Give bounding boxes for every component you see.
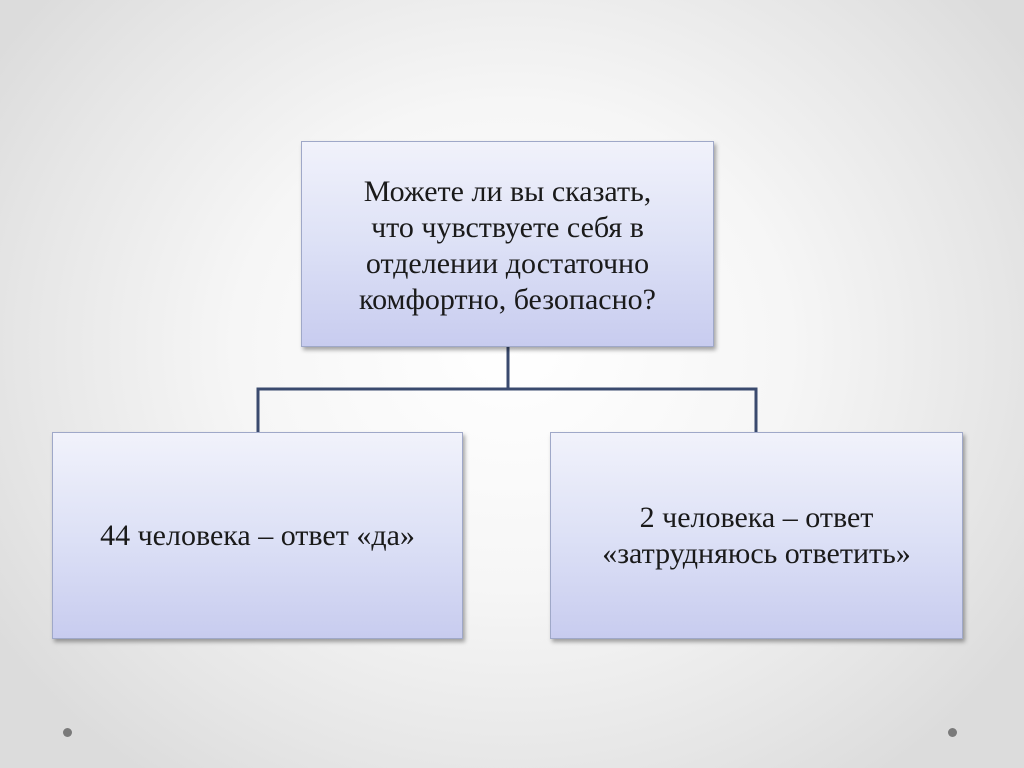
- answer-unsure-text: 2 человека – ответ «затрудняюсь ответить…: [602, 500, 911, 570]
- answer-unsure-box: 2 человека – ответ «затрудняюсь ответить…: [550, 432, 963, 639]
- question-text: Можете ли вы сказать, что чувствуете себ…: [359, 175, 656, 316]
- left-dot-decoration: [63, 728, 72, 737]
- right-dot-decoration: [948, 728, 957, 737]
- answer-yes-text: 44 человека – ответ «да»: [100, 518, 415, 552]
- question-box: Можете ли вы сказать, что чувствуете себ…: [301, 141, 714, 347]
- answer-yes-box: 44 человека – ответ «да»: [52, 432, 463, 639]
